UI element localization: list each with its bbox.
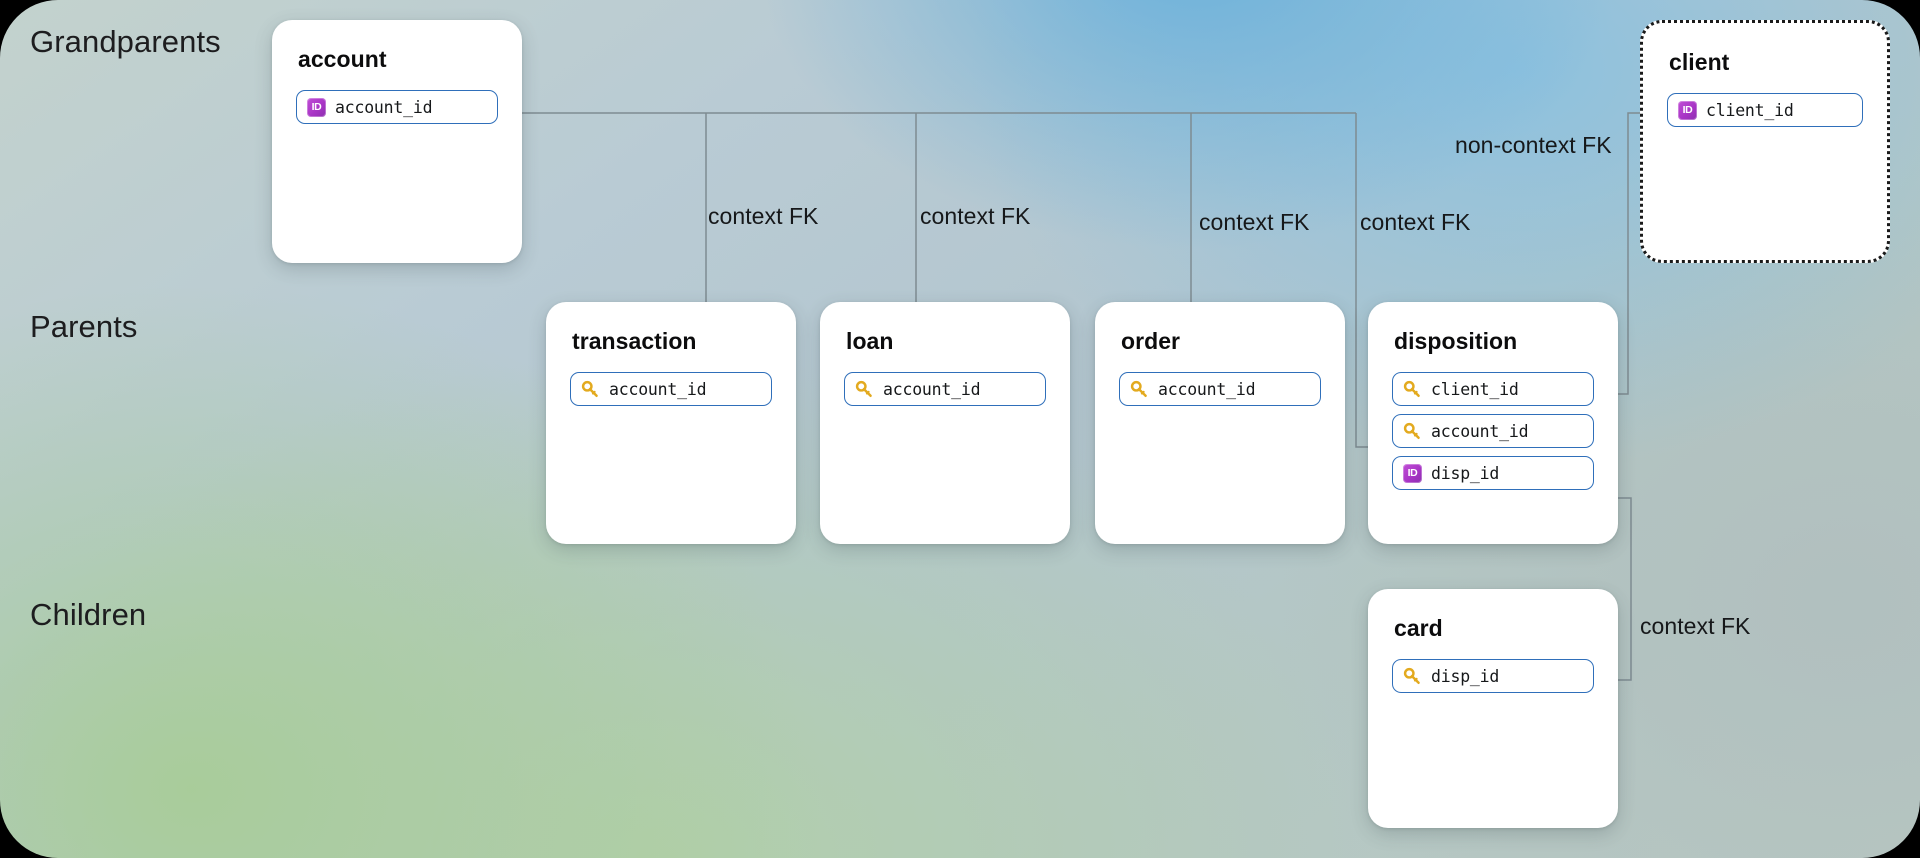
field-name: disp_id	[1431, 666, 1500, 686]
tier-label-parents: Parents	[30, 309, 138, 344]
edge-label-non-context-fk-client: non-context FK	[1455, 132, 1612, 158]
field-name: account_id	[1431, 421, 1529, 441]
key-icon	[1403, 380, 1422, 399]
field-name: client_id	[1706, 100, 1794, 120]
table-card-card[interactable]: card disp_id	[1368, 589, 1618, 828]
field-client-client_id[interactable]: ID client_id	[1667, 93, 1863, 127]
edge-label-context-fk-disposition: context FK	[1360, 209, 1471, 235]
field-list-client: ID client_id	[1667, 93, 1863, 135]
field-list-order: account_id	[1119, 372, 1321, 414]
field-list-account: ID account_id	[296, 90, 498, 132]
key-icon	[1403, 667, 1422, 686]
edge-label-context-fk-loan: context FK	[920, 203, 1031, 229]
id-badge-icon: ID	[1403, 463, 1422, 483]
field-name: account_id	[1158, 379, 1256, 399]
table-title-transaction: transaction	[572, 328, 697, 354]
table-card-order[interactable]: order account_id	[1095, 302, 1345, 544]
edge-label-context-fk-transaction: context FK	[708, 203, 819, 229]
id-badge-icon: ID	[307, 97, 326, 117]
table-title-order: order	[1121, 328, 1181, 354]
tier-label-grandparents: Grandparents	[30, 24, 221, 59]
field-list-transaction: account_id	[570, 372, 772, 414]
edge-label-context-fk-card: context FK	[1640, 613, 1751, 639]
table-title-disposition: disposition	[1394, 328, 1518, 354]
key-icon	[855, 380, 874, 399]
field-list-loan: account_id	[844, 372, 1046, 414]
id-badge-icon: ID	[1678, 100, 1697, 120]
field-card-disp_id[interactable]: disp_id	[1392, 659, 1594, 693]
table-card-account[interactable]: account ID account_id	[272, 20, 522, 263]
field-loan-account_id[interactable]: account_id	[844, 372, 1046, 406]
field-list-card: disp_id	[1392, 659, 1594, 701]
table-card-disposition[interactable]: disposition client_id	[1368, 302, 1618, 544]
field-disposition-client_id[interactable]: client_id	[1392, 372, 1594, 406]
field-name: account_id	[883, 379, 981, 399]
table-title-client: client	[1669, 49, 1730, 75]
field-disposition-account_id[interactable]: account_id	[1392, 414, 1594, 448]
table-card-loan[interactable]: loan account_id	[820, 302, 1070, 544]
field-name: disp_id	[1431, 463, 1500, 483]
field-name: account_id	[609, 379, 707, 399]
key-icon	[1403, 422, 1422, 441]
field-name: account_id	[335, 97, 433, 117]
key-icon	[581, 380, 600, 399]
table-title-card: card	[1394, 615, 1443, 641]
edge-label-context-fk-order: context FK	[1199, 209, 1310, 235]
table-title-account: account	[298, 46, 387, 72]
tier-label-children: Children	[30, 597, 147, 632]
field-order-account_id[interactable]: account_id	[1119, 372, 1321, 406]
table-card-transaction[interactable]: transaction account_id	[546, 302, 796, 544]
field-transaction-account_id[interactable]: account_id	[570, 372, 772, 406]
table-title-loan: loan	[846, 328, 894, 354]
field-account-account_id[interactable]: ID account_id	[296, 90, 498, 124]
field-list-disposition: client_id account_id ID disp_id	[1392, 372, 1594, 498]
key-icon	[1130, 380, 1149, 399]
field-disposition-disp_id[interactable]: ID disp_id	[1392, 456, 1594, 490]
field-name: client_id	[1431, 379, 1519, 399]
table-card-client[interactable]: client ID client_id	[1640, 20, 1890, 263]
